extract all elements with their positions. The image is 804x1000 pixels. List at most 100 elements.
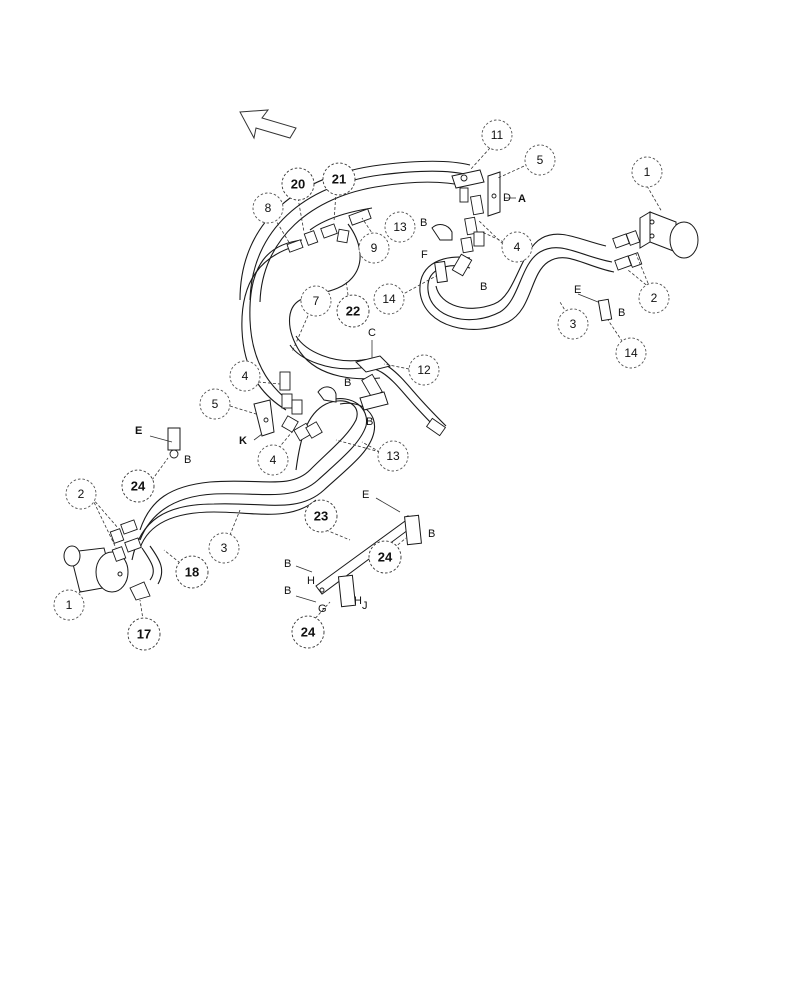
clamp-13-mid <box>317 386 389 411</box>
callout-c18: 18 <box>175 555 209 589</box>
callout-circle <box>229 360 261 392</box>
callout-c17: 17 <box>127 617 161 651</box>
clamp-14-right <box>597 298 613 322</box>
reference-letter-lB6: B <box>184 454 191 466</box>
reference-letter-lB5: B <box>366 416 373 428</box>
motor-1-bottom-left <box>63 545 129 593</box>
reference-letter-lB2: B <box>480 281 487 293</box>
callout-label: 11 <box>491 128 504 142</box>
callout-circle <box>384 211 416 243</box>
callout-c4b: 4 <box>229 360 261 392</box>
bracket-11 <box>451 169 485 203</box>
reference-letter-lB9: B <box>284 585 291 597</box>
reference-letter-lB8: B <box>284 558 291 570</box>
callout-c24a: 24 <box>121 469 155 503</box>
callout-label: 13 <box>393 220 407 234</box>
callout-c4c: 4 <box>257 444 289 476</box>
clamp-24-right <box>404 514 422 546</box>
callout-circle <box>300 285 332 317</box>
callout-circle <box>524 144 556 176</box>
fittings-20-21 <box>286 208 372 253</box>
callout-c23: 23 <box>304 499 338 533</box>
motor-1-top-right <box>639 211 699 259</box>
callout-circle <box>53 589 85 621</box>
callout-circle <box>377 440 409 472</box>
callout-c24b: 24 <box>368 540 402 574</box>
callout-c9: 9 <box>358 232 390 264</box>
reference-letter-lB4: B <box>344 377 351 389</box>
callout-label: 21 <box>332 172 346 187</box>
callout-c4a: 4 <box>501 231 533 263</box>
fittings-2-top <box>612 230 643 271</box>
callout-c3a: 3 <box>557 308 589 340</box>
callout-label: 4 <box>514 240 521 254</box>
callout-circle <box>281 167 315 201</box>
callout-c2b: 2 <box>65 478 97 510</box>
callout-circle <box>291 615 325 649</box>
callout-circle <box>638 282 670 314</box>
reference-letter-lB3: B <box>618 307 625 319</box>
fittings-4-top <box>451 194 485 277</box>
callout-c7: 7 <box>300 285 332 317</box>
callout-c21: 21 <box>322 162 356 196</box>
callout-label: 9 <box>371 241 378 255</box>
callout-c2a: 2 <box>638 282 670 314</box>
callout-circle <box>121 469 155 503</box>
reference-letter-lH1: H <box>307 575 315 587</box>
callout-c20: 20 <box>281 167 315 201</box>
callout-c14a: 14 <box>373 283 405 315</box>
callout-label: 1 <box>644 165 651 179</box>
reference-letter-lD: D <box>503 192 511 204</box>
elbow-fitting-17 <box>129 581 151 601</box>
callout-circle <box>358 232 390 264</box>
reference-letter-lH2: H <box>354 595 362 607</box>
callout-circle <box>252 192 284 224</box>
reference-letter-lK: K <box>239 435 247 447</box>
clamp-f <box>434 260 448 284</box>
callout-circle <box>373 283 405 315</box>
callout-c5a: 5 <box>524 144 556 176</box>
callout-label: 24 <box>301 625 316 640</box>
callout-label: 3 <box>570 317 577 331</box>
callout-c14b: 14 <box>615 337 647 369</box>
clamp-24-left <box>167 427 181 459</box>
hose-lower-left-loop-3 <box>131 398 376 561</box>
fittings-2-bottom <box>109 519 142 562</box>
callout-c5b: 5 <box>199 388 231 420</box>
reference-letter-lG: G <box>318 603 327 615</box>
callout-label: 2 <box>651 291 658 305</box>
fittings-4-mid <box>279 371 323 442</box>
reference-letter-lE1: E <box>574 284 581 296</box>
callout-label: 22 <box>346 304 360 319</box>
bracket-5-mid <box>253 399 275 437</box>
callout-c8: 8 <box>252 192 284 224</box>
callout-circle <box>304 499 338 533</box>
callout-label: 17 <box>137 627 151 642</box>
callout-label: 13 <box>386 449 400 463</box>
callout-label: 4 <box>242 369 249 383</box>
reference-letter-lC: C <box>368 327 376 339</box>
reference-letter-lA: A <box>518 193 526 205</box>
callout-circle <box>65 478 97 510</box>
callout-circle <box>257 444 289 476</box>
callout-circle <box>501 231 533 263</box>
hose-right-loop-3 <box>419 233 615 330</box>
reference-letter-lE2: E <box>135 425 142 437</box>
callout-label: 8 <box>265 201 272 215</box>
reference-letter-lB1: B <box>420 217 427 229</box>
direction-arrow-icon <box>239 109 297 140</box>
callout-circle <box>408 354 440 386</box>
callout-circle <box>557 308 589 340</box>
callout-c1b: 1 <box>53 589 85 621</box>
callout-circle <box>175 555 209 589</box>
callout-c24c: 24 <box>291 615 325 649</box>
callout-label: 18 <box>185 565 199 580</box>
clamp-24-bottom <box>337 574 357 608</box>
bracket-5-top <box>487 171 501 217</box>
callout-circle <box>631 156 663 188</box>
reference-letter-lJ: J <box>362 600 368 612</box>
callout-c12: 12 <box>408 354 440 386</box>
